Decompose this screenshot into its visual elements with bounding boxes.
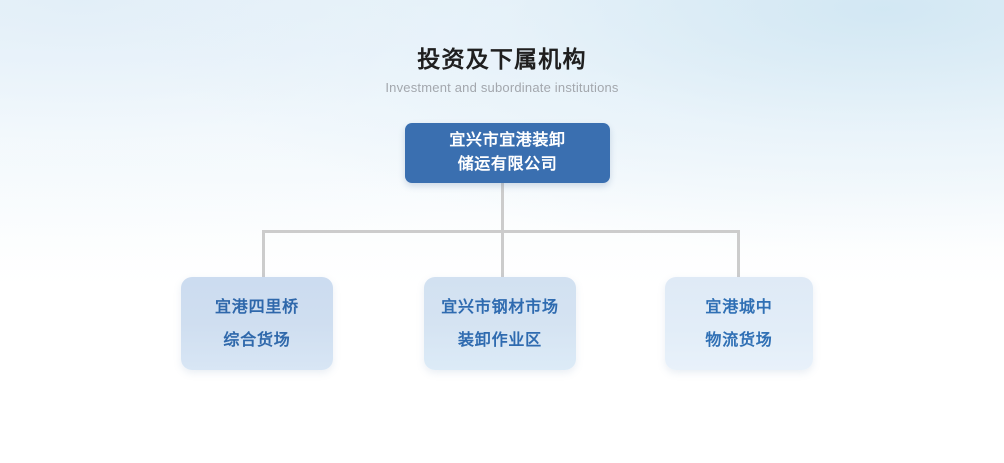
org-node-child-1-line-1: 宜港四里桥 — [214, 298, 299, 316]
org-node-child-2-line-1: 宜兴市钢材市场 — [441, 298, 559, 316]
org-node-child-2[interactable]: 宜兴市钢材市场 装卸作业区 — [424, 277, 576, 370]
org-node-root[interactable]: 宜兴市宜港装卸 储运有限公司 — [405, 123, 610, 183]
connector-drop-child-1 — [262, 230, 265, 279]
page-header: 投资及下属机构 Investment and subordinate insti… — [0, 44, 1004, 96]
org-node-child-3-line-2: 物流货场 — [705, 331, 773, 349]
connector-trunk-vertical — [501, 183, 504, 233]
org-node-child-3-line-1: 宜港城中 — [705, 298, 773, 316]
page-title: 投资及下属机构 — [417, 46, 587, 72]
org-node-root-line-2: 储运有限公司 — [457, 156, 558, 173]
org-node-root-line-1: 宜兴市宜港装卸 — [449, 132, 566, 149]
org-node-child-1-line-2: 综合货场 — [223, 331, 291, 349]
org-node-child-2-line-2: 装卸作业区 — [457, 331, 542, 349]
org-node-child-3[interactable]: 宜港城中 物流货场 — [665, 277, 813, 370]
connector-drop-child-2 — [501, 230, 504, 279]
connector-drop-child-3 — [737, 230, 740, 279]
org-node-child-1[interactable]: 宜港四里桥 综合货场 — [181, 277, 333, 370]
page-subtitle: Investment and subordinate institutions — [385, 80, 619, 95]
